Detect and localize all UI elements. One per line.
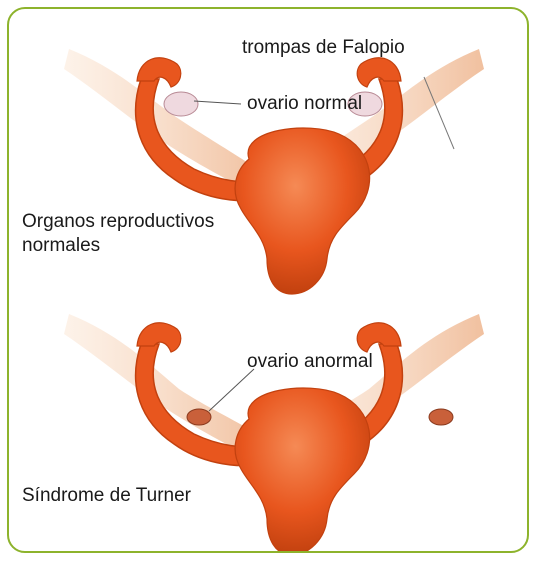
label-normal-caption-line1: Organos reproductivos <box>22 211 214 233</box>
label-turner-caption: Síndrome de Turner <box>22 485 191 507</box>
label-normal-ovary: ovario normal <box>247 93 362 115</box>
normal-uterus-body <box>235 128 370 294</box>
anatomy-illustration <box>9 9 529 553</box>
normal-uterus-figure <box>64 49 484 294</box>
diagram-frame: trompas de Falopio ovario normal Organos… <box>7 7 529 553</box>
turner-uterus-figure <box>64 314 484 553</box>
left-normal-ovary <box>164 92 198 116</box>
turner-uterus-body <box>235 388 370 553</box>
label-fallopian-tubes: trompas de Falopio <box>242 37 405 59</box>
right-abnormal-ovary <box>429 409 453 425</box>
label-normal-caption-line2: normales <box>22 235 100 257</box>
left-abnormal-ovary <box>187 409 211 425</box>
label-abnormal-ovary: ovario anormal <box>247 351 373 373</box>
